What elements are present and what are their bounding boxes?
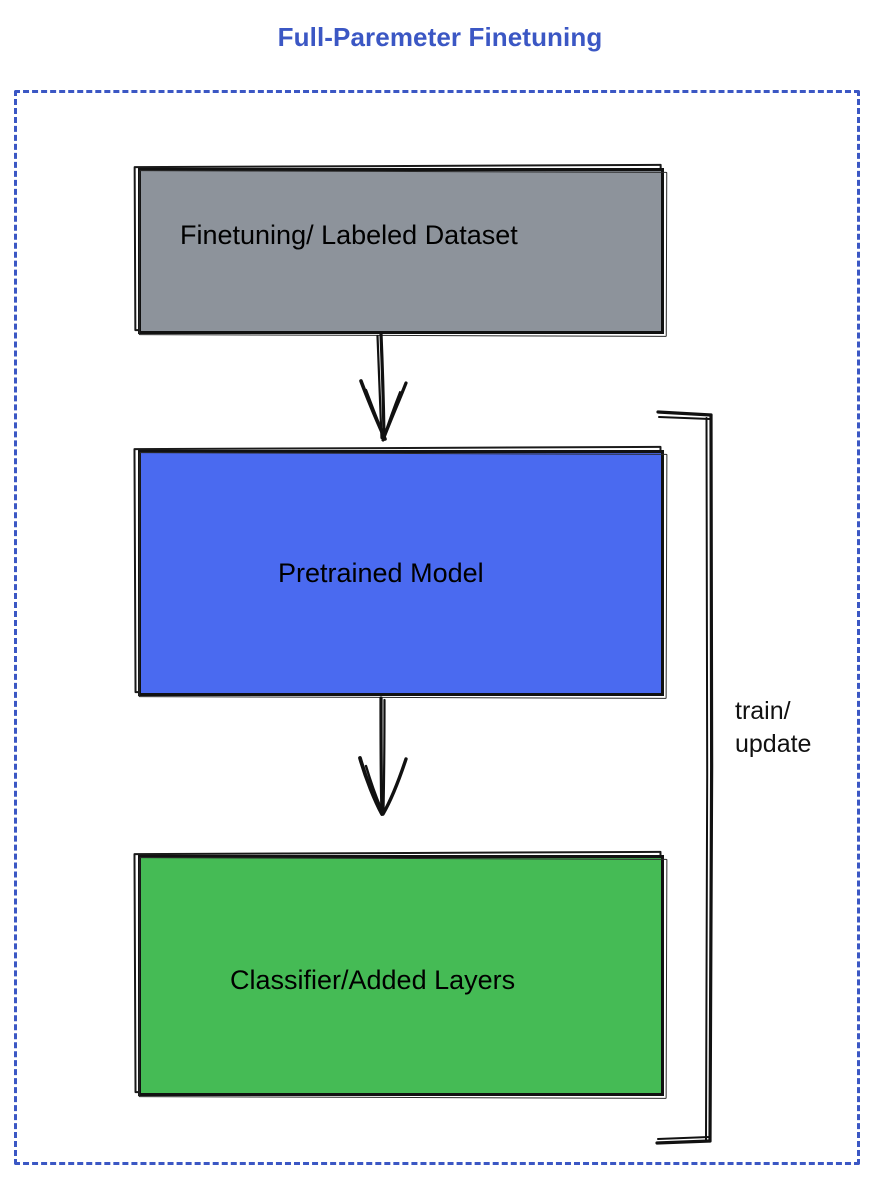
- node-body: [138, 855, 664, 1096]
- node-body: [138, 168, 664, 334]
- node-label-classifier: Classifier/Added Layers: [230, 965, 516, 995]
- edge-label-line-1: train/: [735, 697, 791, 725]
- node-classifier-added-layers[interactable]: Classifier/Added Layers: [133, 850, 668, 1099]
- edge-label-line-2: update: [735, 730, 812, 758]
- node-finetuning-labeled-dataset[interactable]: Finetuning/ Labeled Dataset: [133, 163, 668, 337]
- page-title: Full-Paremeter Finetuning: [277, 22, 603, 52]
- node-label-dataset: Finetuning/ Labeled Dataset: [180, 220, 518, 250]
- diagram-dashed-frame: [14, 90, 860, 1165]
- edge-label-train-update: train/ update: [735, 695, 811, 761]
- node-label-pretrained: Pretrained Model: [278, 558, 484, 588]
- node-pretrained-model[interactable]: Pretrained Model: [133, 445, 668, 699]
- node-body: [138, 450, 664, 696]
